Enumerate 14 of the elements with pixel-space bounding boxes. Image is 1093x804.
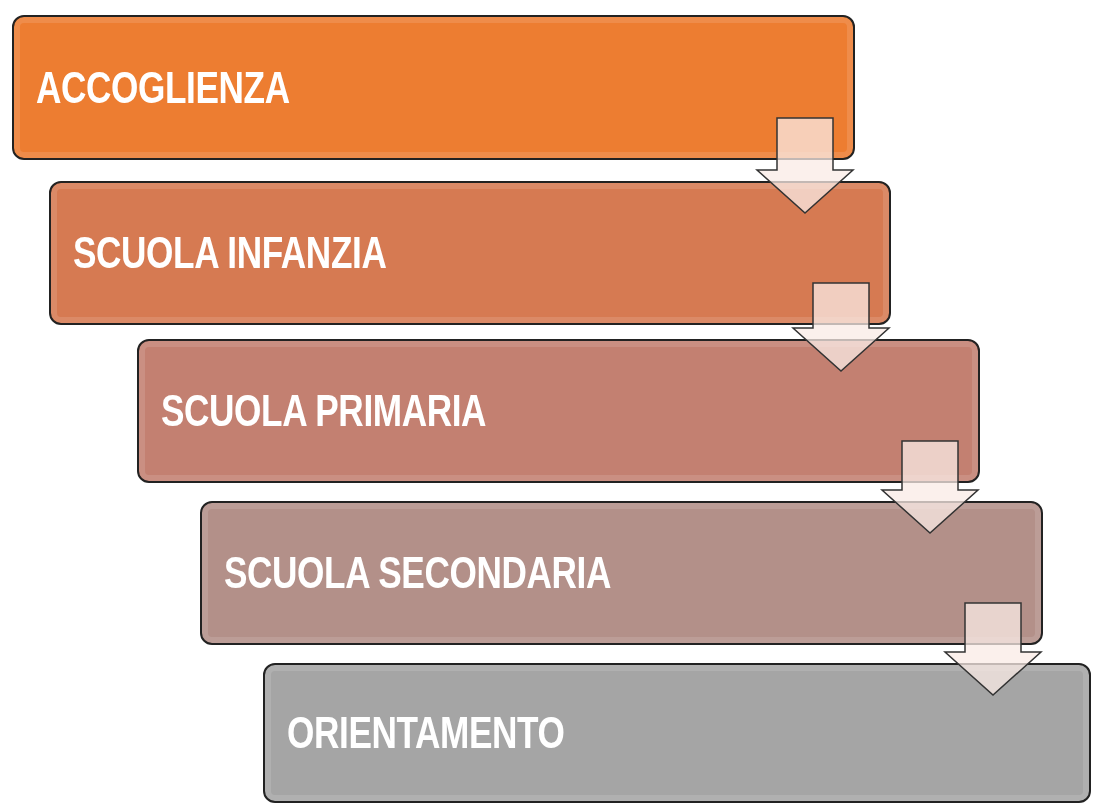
process-box [263,663,1091,803]
box-label: SCUOLA PRIMARIA [161,386,487,436]
process-box [12,15,855,160]
box-label: ACCOGLIENZA [36,62,290,113]
box-label: SCUOLA SECONDARIA [224,548,611,598]
down-arrow [791,282,891,372]
box-label: ORIENTAMENTO [287,708,565,758]
down-arrow [880,440,980,534]
down-arrow [755,117,855,214]
process-box [137,339,980,483]
down-arrow [943,602,1043,696]
process-box [49,181,891,325]
process-box [200,501,1043,645]
box-label: SCUOLA INFANZIA [73,228,387,278]
